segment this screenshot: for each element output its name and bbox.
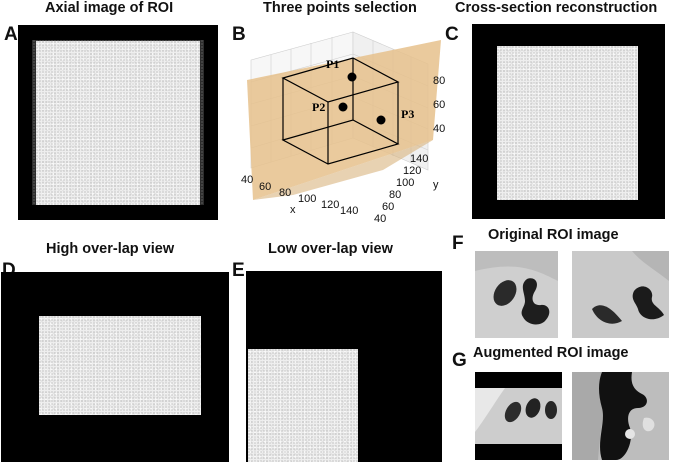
cross-section-image <box>472 24 665 219</box>
panel-letter-a: A <box>4 24 18 45</box>
low-overlap-region <box>248 349 358 462</box>
z-tick-label: 60 <box>433 99 445 111</box>
panel-letter-c: C <box>445 24 459 45</box>
y-tick-label: 60 <box>382 201 394 213</box>
panel-letter-e: E <box>232 260 245 281</box>
high-overlap-image <box>1 272 229 462</box>
x-axis-label: x <box>290 204 296 216</box>
x-tick-label: 40 <box>241 174 253 186</box>
x-tick-label: 60 <box>259 181 271 193</box>
panel-title-d: High over-lap view <box>46 241 175 257</box>
point-p2-marker <box>338 102 348 112</box>
three-point-plot: P1 P2 P3 80 60 40 40 60 80 100 120 140 x… <box>241 31 445 225</box>
point-p3-marker <box>376 115 386 125</box>
panel-title-g: Augmented ROI image <box>473 345 629 361</box>
panel-title-e: Low over-lap view <box>268 241 393 257</box>
point-p2-label: P2 <box>312 100 325 114</box>
original-roi-image-1 <box>475 251 558 338</box>
panel-letter-f: F <box>452 233 464 254</box>
panel-title-c: Cross-section reconstruction <box>455 0 658 16</box>
y-axis-label: y <box>433 179 439 191</box>
panel-letter-b: B <box>232 24 246 45</box>
bounding-cube <box>281 57 400 165</box>
point-p3-label: P3 <box>401 107 414 121</box>
axial-roi-image <box>18 25 218 220</box>
panel-letter-g: G <box>452 350 467 371</box>
z-tick-label: 40 <box>433 123 445 135</box>
z-tick-label: 80 <box>433 75 445 87</box>
panel-title-a: Axial image of ROI <box>45 0 174 16</box>
selection-plane <box>247 40 441 200</box>
axial-roi-region <box>36 41 200 205</box>
y-tick-label: 140 <box>410 153 428 165</box>
x-tick-label: 100 <box>298 193 316 205</box>
high-overlap-region <box>39 316 201 415</box>
augmented-roi-image-2 <box>572 372 669 460</box>
original-roi-image-2 <box>572 251 669 338</box>
x-tick-label: 80 <box>279 187 291 199</box>
point-p1-marker <box>347 72 357 82</box>
y-tick-label: 40 <box>374 213 386 225</box>
low-overlap-image <box>246 271 442 462</box>
augmented-roi-image-1 <box>475 372 562 460</box>
point-p1-label: P1 <box>326 57 339 71</box>
panel-title-b: Three points selection <box>263 0 417 16</box>
cross-section-region <box>497 46 638 200</box>
x-tick-label: 120 <box>321 199 339 211</box>
y-tick-label: 100 <box>396 177 414 189</box>
y-tick-label: 80 <box>389 189 401 201</box>
y-tick-label: 120 <box>403 165 421 177</box>
x-tick-label: 140 <box>340 205 358 217</box>
panel-title-f: Original ROI image <box>488 227 619 243</box>
